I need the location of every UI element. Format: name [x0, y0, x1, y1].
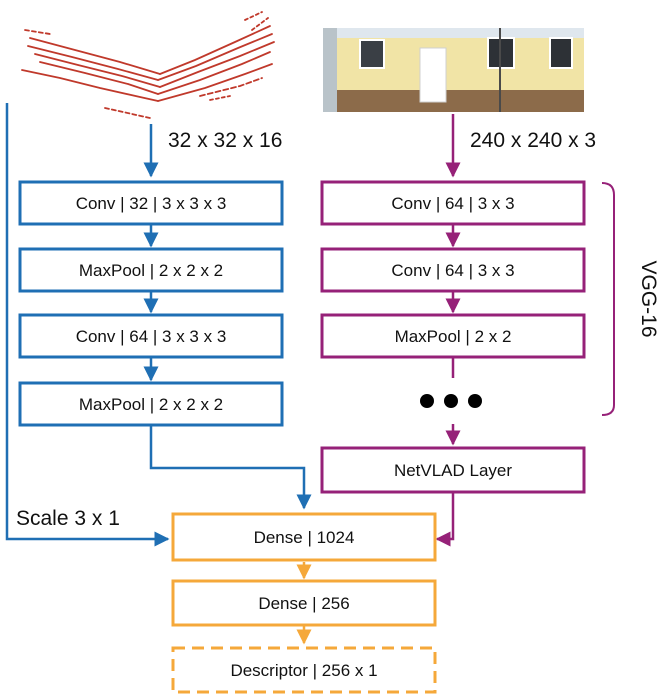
dense-1024-box: [171, 512, 437, 562]
image-input-dims: 240 x 240 x 3: [470, 129, 596, 152]
dense-256-box: [171, 579, 437, 627]
dense-256-label: Dense | 256: [258, 594, 349, 613]
image-pool1-box: [320, 313, 586, 359]
lidar-conv2-label: Conv | 64 | 3 x 3 x 3: [76, 327, 227, 346]
lidar-pool2-label: MaxPool | 2 x 2 x 2: [79, 395, 223, 414]
lidar-conv2-box: [18, 313, 284, 359]
image-conv1-box: [320, 180, 586, 226]
lidar-input-dims: 32 x 32 x 16: [168, 129, 282, 152]
input-camera-image: [323, 28, 584, 112]
image-connectors: [435, 114, 615, 547]
ellipsis-dots: [420, 394, 482, 408]
descriptor-label: Descriptor | 256 x 1: [230, 661, 377, 680]
lidar-conv1-label: Conv | 32 | 3 x 3 x 3: [76, 194, 227, 213]
image-pool1-label: MaxPool | 2 x 2: [395, 327, 512, 346]
lidar-pointcloud-image: [21, 11, 275, 119]
descriptor-box: [171, 646, 437, 694]
netvlad-box: [320, 446, 586, 494]
lidar-conv1-box: [18, 180, 284, 226]
image-branch: Conv | 64 | 3 x 3 Conv | 64 | 3 x 3 MaxP…: [320, 180, 660, 494]
scale-label: Scale 3 x 1: [16, 507, 120, 530]
lidar-pool1-label: MaxPool | 2 x 2 x 2: [79, 261, 223, 280]
vgg16-bracket: [601, 182, 615, 416]
image-conv1-label: Conv | 64 | 3 x 3: [391, 194, 514, 213]
lidar-pool2-box: [18, 381, 284, 427]
dense-1024-label: Dense | 1024: [254, 528, 355, 547]
vgg16-label: VGG-16: [637, 260, 660, 337]
image-conv2-box: [320, 247, 586, 293]
netvlad-label: NetVLAD Layer: [394, 461, 512, 480]
lidar-connectors: [5, 103, 312, 547]
lidar-branch: Conv | 32 | 3 x 3 x 3 MaxPool | 2 x 2 x …: [18, 180, 284, 427]
image-conv2-label: Conv | 64 | 3 x 3: [391, 261, 514, 280]
lidar-pool1-box: [18, 247, 284, 293]
fusion-branch: Dense | 1024 Dense | 256 Descriptor | 25…: [171, 512, 437, 694]
